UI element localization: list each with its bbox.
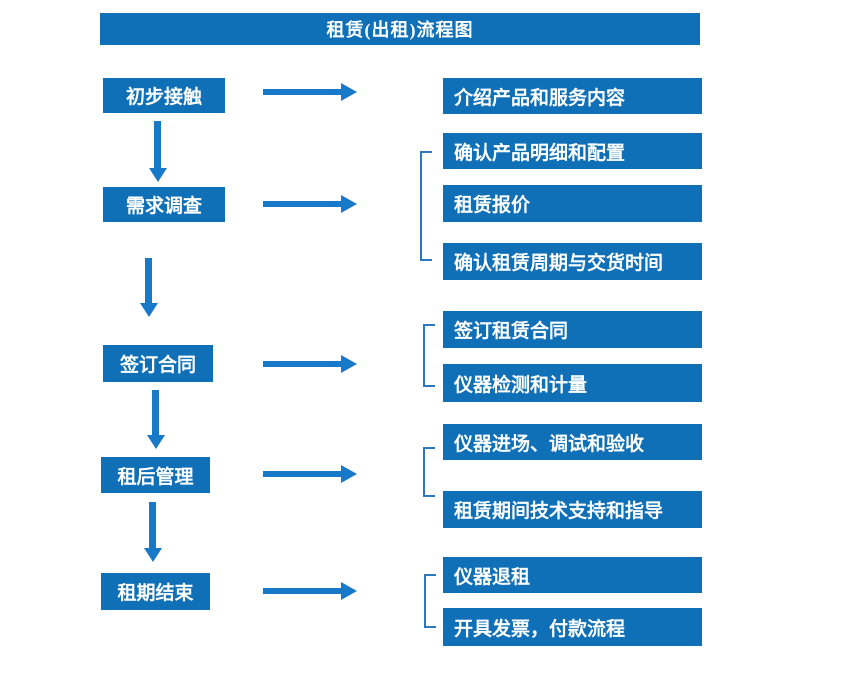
detail-box-rental-quote: 租赁报价 [443,185,702,222]
detail-box-confirm-product-details: 确认产品明细和配置 [443,133,702,169]
detail-box-invoice-payment: 开具发票，付款流程 [443,608,702,646]
right-arrow-icon [263,83,357,101]
step-box-sign-contract: 签订合同 [103,345,213,382]
step-box-initial-contact: 初步接触 [103,78,225,113]
detail-box-tech-support: 租赁期间技术支持和指导 [443,491,702,528]
right-arrow-icon [263,195,357,213]
detail-box-confirm-rental-period: 确认租赁周期与交货时间 [443,243,702,280]
right-arrow-icon [263,582,357,600]
detail-bracket [424,574,436,628]
right-arrow-icon [263,465,357,483]
step-box-demand-survey: 需求调查 [103,187,225,222]
detail-box-instrument-testing: 仪器检测和计量 [443,364,702,402]
detail-box-instrument-setup: 仪器进场、调试和验收 [443,424,702,460]
detail-box-introduce-products: 介绍产品和服务内容 [443,78,702,114]
detail-bracket [423,447,435,497]
down-arrow-icon [144,502,162,562]
diagram-title: 租赁(出租)流程图 [100,13,700,45]
right-arrow-icon [263,355,357,373]
detail-box-sign-rental-contract: 签订租赁合同 [443,311,702,348]
detail-box-instrument-return: 仪器退租 [443,557,702,593]
down-arrow-icon [140,258,158,317]
step-box-post-rental-management: 租后管理 [101,457,210,493]
detail-bracket [420,151,432,261]
down-arrow-icon [149,121,167,182]
step-box-rental-end: 租期结束 [101,573,210,610]
detail-bracket [423,324,435,387]
down-arrow-icon [147,390,165,449]
